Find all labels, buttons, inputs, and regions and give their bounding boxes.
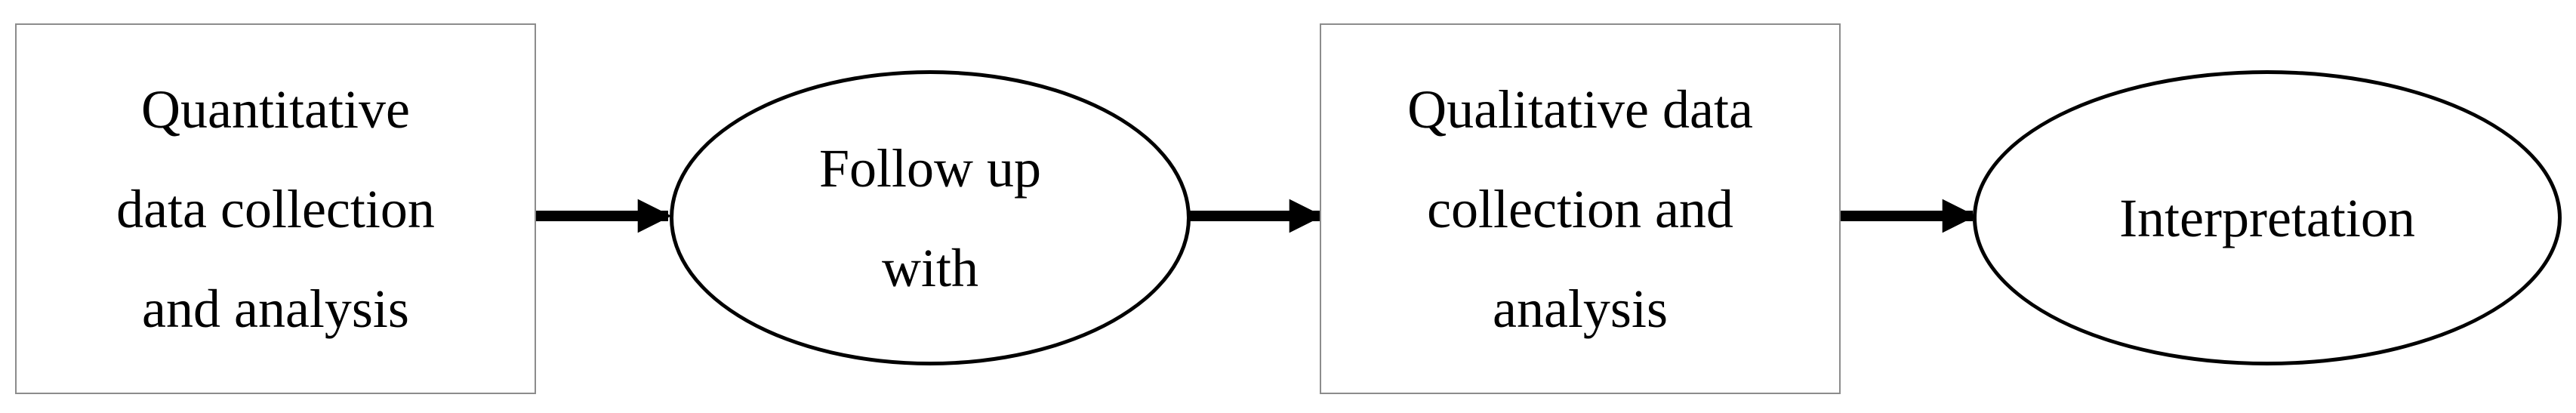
node-label-line: Quantitative bbox=[141, 79, 410, 140]
node-label-line: with bbox=[881, 237, 978, 298]
qualitative-collection-box: Qualitative data collection and analysis bbox=[1320, 23, 1841, 394]
node-label-line: collection and bbox=[1427, 178, 1733, 239]
quantitative-collection-box: Quantitative data collection and analysi… bbox=[15, 23, 536, 394]
node-label: Follow up with bbox=[819, 119, 1041, 318]
node-label: Interpretation bbox=[2119, 168, 2415, 268]
node-label-line: data collection bbox=[116, 178, 435, 239]
node-label: Quantitative data collection and analysi… bbox=[116, 60, 435, 359]
interpretation-ellipse: Interpretation bbox=[1973, 70, 2562, 365]
node-label-line: Interpretation bbox=[2119, 187, 2415, 248]
node-label-line: Follow up bbox=[818, 137, 1042, 199]
node-label-line: and analysis bbox=[142, 278, 409, 339]
follow-up-ellipse: Follow up with bbox=[670, 70, 1191, 365]
node-label-line: Qualitative data bbox=[1407, 79, 1753, 140]
node-label: Qualitative data collection and analysis bbox=[1407, 60, 1753, 359]
node-label-line: analysis bbox=[1493, 278, 1668, 339]
